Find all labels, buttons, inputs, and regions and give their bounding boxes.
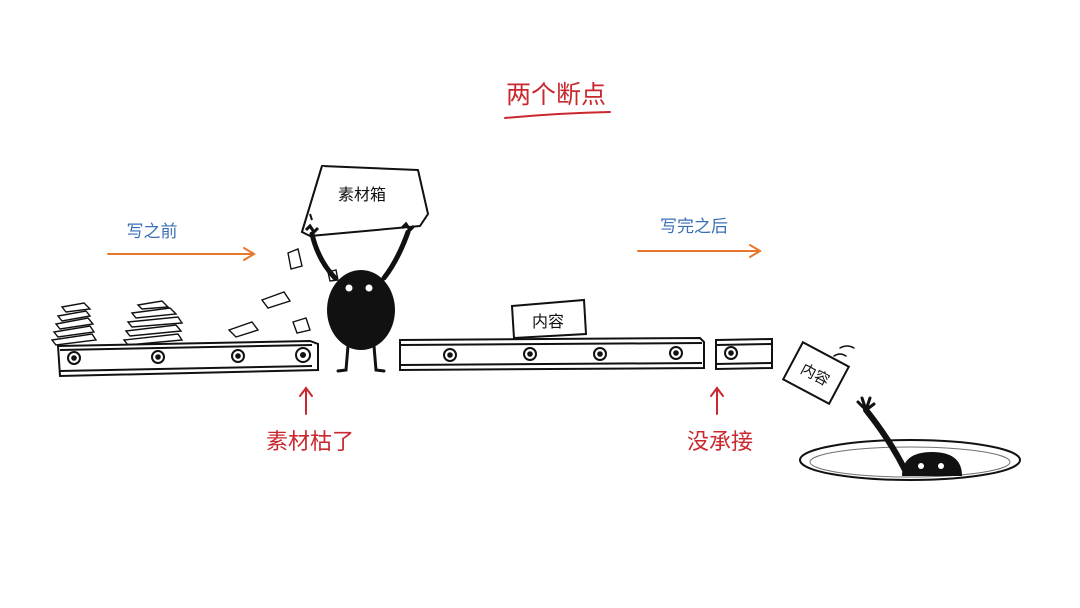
material-bin-label: 素材箱 — [338, 185, 386, 204]
content-card-on-belt — [510, 298, 588, 340]
hole-inner — [809, 446, 1011, 478]
paper-pile-left — [50, 302, 98, 346]
falling-content-card: 内容 — [781, 340, 851, 406]
material-bin — [301, 165, 429, 237]
flying-papers — [227, 248, 339, 338]
diagram-title: 两个断点 — [506, 80, 606, 109]
after-label: 写完之后 — [660, 217, 728, 237]
breakpoint-1-label: 素材枯了 — [266, 430, 354, 455]
conveyor-belt-middle — [399, 336, 705, 372]
sinking-character — [856, 396, 962, 476]
before-label: 写之前 — [127, 222, 178, 242]
before-arrow — [107, 247, 256, 261]
conveyor-belt-right — [715, 337, 773, 371]
title-underline — [504, 111, 611, 119]
breakpoint-1-arrow — [299, 386, 313, 415]
breakpoint-2-label: 没承接 — [687, 430, 753, 455]
breakpoint-2-arrow — [710, 386, 724, 415]
motion-lines — [833, 345, 855, 357]
character-holding-bin — [304, 221, 416, 373]
after-arrow — [637, 244, 762, 258]
conveyor-belt-left — [56, 339, 319, 378]
paper-pile-middle — [122, 300, 184, 346]
content-card-label: 内容 — [532, 312, 564, 331]
